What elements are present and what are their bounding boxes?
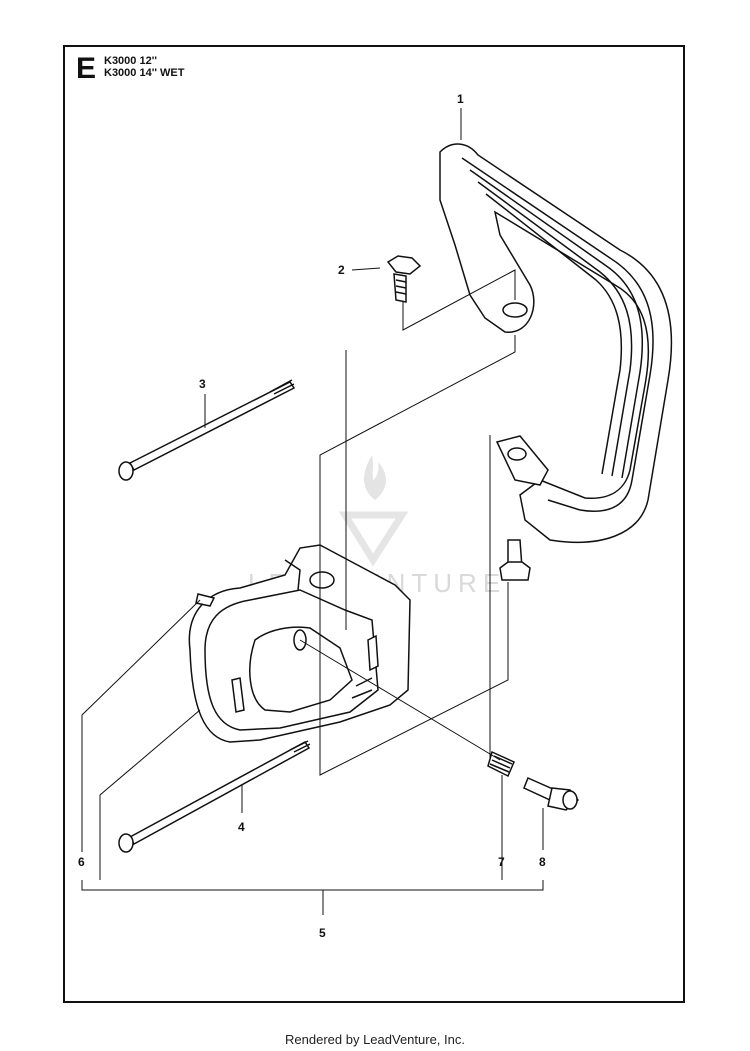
callout-7: 7 [498, 855, 505, 869]
part-7-spring [487, 750, 515, 778]
part-5-housing [188, 544, 411, 743]
leadventure-flame-logo-icon [338, 455, 409, 567]
diagram-frame [63, 45, 685, 1003]
part-1-front-handle [439, 143, 673, 543]
part-3-long-screw [118, 379, 296, 481]
footer-credit: Rendered by LeadVenture, Inc. [285, 1032, 465, 1047]
callout-3: 3 [199, 377, 206, 391]
model-label-2: K3000 14'' WET [104, 67, 185, 79]
lower-bolt [499, 539, 531, 581]
callout-1: 1 [457, 92, 464, 106]
part-8-pin [523, 776, 580, 811]
part-2-bolt [386, 255, 422, 303]
callout-4: 4 [238, 820, 245, 834]
callout-5: 5 [319, 926, 326, 940]
part-4-long-screw [118, 740, 311, 853]
leader-lines [81, 108, 544, 915]
callout-8: 8 [539, 855, 546, 869]
section-letter: E [76, 52, 97, 85]
model-label-1: K3000 12'' [104, 55, 157, 67]
callout-2: 2 [338, 263, 345, 277]
callout-6: 6 [78, 855, 85, 869]
